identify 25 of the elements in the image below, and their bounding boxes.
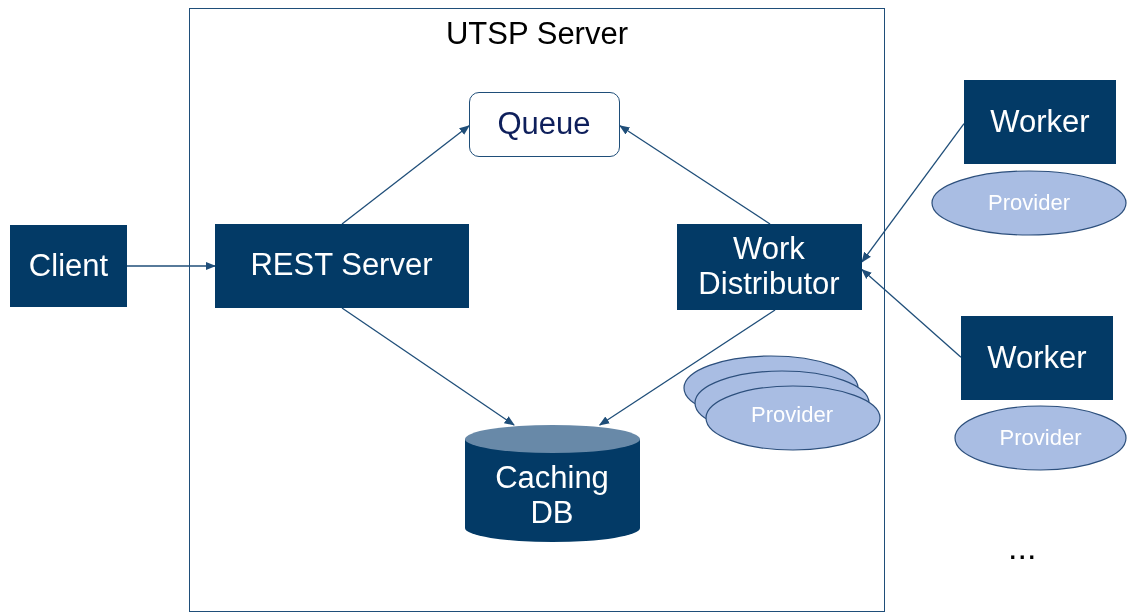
node-label: Caching DB [494, 461, 610, 531]
arrow [861, 268, 962, 358]
process-box [964, 80, 1116, 164]
arrow [341, 125, 470, 225]
process-box [214, 223, 469, 308]
node-label: Provider [998, 425, 1083, 451]
node-label: Provider [750, 403, 834, 428]
process-box [676, 223, 862, 310]
node-label: Queue [496, 106, 592, 142]
arrow [861, 123, 965, 263]
node-label: Worker [989, 104, 1091, 140]
node-label: Provider [987, 190, 1071, 216]
ellipsis-label: ... [1008, 528, 1037, 567]
arrow [619, 125, 771, 225]
node-label: Worker [986, 340, 1088, 376]
queue-box [468, 91, 620, 157]
node-label: UTSP Server [444, 17, 629, 52]
arrow [598, 309, 776, 426]
server-frame [189, 8, 885, 612]
process-box [961, 316, 1113, 400]
arrow [341, 307, 515, 426]
node-label: Work Distributor [697, 231, 841, 302]
node-label: Client [27, 248, 110, 284]
node-label: REST Server [249, 248, 434, 283]
process-box [10, 225, 127, 307]
